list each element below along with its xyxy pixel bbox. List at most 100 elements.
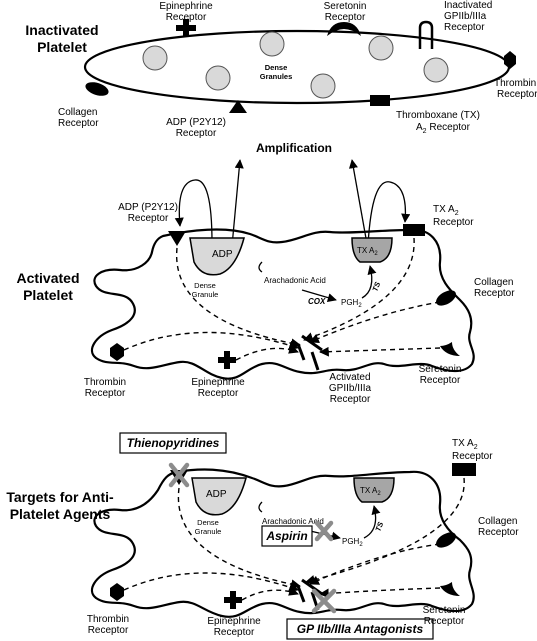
epinephrine-receptor-icon-activated [218,351,236,369]
amplification-arrow-right [348,159,368,245]
txa2-granule-target [353,477,395,503]
label-gp-act-3: Receptor [330,394,371,405]
tx-feedback-arrow [367,181,411,246]
label-adp-receptor-act-2: Receptor [128,213,169,224]
epinephrine-receptor-icon-target [224,591,242,609]
label-epinephrine-target-1: Epinephrine [207,616,261,627]
txa2-granule-target-text: TX A2 [360,486,381,497]
gp-antagonists-box [286,618,434,640]
gp-receptor-icon-activated [296,334,323,371]
txa2-receptor-icon-target [452,463,476,476]
adp-text-target: ADP [206,489,227,500]
label-collagen-act-2: Receptor [474,288,515,299]
collagen-receptor-icon [85,82,109,96]
section-title-targets-1: Targets for Anti- [6,489,114,505]
serotonin-signal-arrow [319,346,441,357]
txa2-granule [351,237,393,263]
label-gp-2: GPIIb/IIIa [444,11,487,22]
label-txa2-act-1: TX A2 [433,204,459,217]
txa2-granule-text: TX A2 [357,246,378,257]
adp-receptor-icon-activated [168,231,186,246]
adp-feedback-arrow [174,179,213,244]
label-thrombin-2: Receptor [497,89,537,100]
label-gp-1: Inactivated [444,0,492,11]
label-serotonin-act-1: Seretonin [419,364,462,375]
dense-granules-label-2: Granules [260,72,293,81]
thienopyridines-box [119,432,227,454]
ts-text: TS [370,281,382,293]
label-epinephrine-1: Epinephrine [159,1,213,12]
dense-granule-target-2: Granule [195,527,222,536]
amplification-label: Amplification [256,141,332,155]
thrombin-receptor-icon-activated [110,343,124,361]
thrombin-receptor-icon [504,51,516,69]
cox-text: COX [308,297,326,306]
dense-granule-target-1: Dense [197,518,219,527]
section-title-activated-2: Platelet [23,287,73,303]
label-collagen-target-1: Collagen [478,516,517,527]
label-serotonin-1: Seretonin [324,1,367,12]
label-collagen-1: Collagen [58,107,97,118]
section-targets: Targets for Anti- Platelet Agents ADP De… [6,432,519,640]
label-gp-3: Receptor [444,22,485,33]
section-inactivated: Inactivated Platelet Dense Granules Epin… [25,0,537,139]
pgh2-text-target: PGH2 [342,537,363,548]
pgh2-text: PGH2 [341,298,362,309]
gp-antagonist-x-mark [311,588,337,614]
label-txa2-1: Thromboxane (TX) [396,110,480,121]
section-title-activated-1: Activated [16,270,79,286]
section-title-inactivated-1: Inactivated [25,22,98,38]
txa2-receptor-icon-activated [403,224,425,236]
serotonin-receptor-icon-activated [440,342,460,356]
dense-granule-label-2: Granule [192,290,219,299]
section-title-targets-2: Platelet Agents [10,506,111,522]
adp-receptor-icon [229,100,247,113]
label-txa2-act-2: Receptor [433,217,474,228]
label-txa2-target-2: Receptor [452,451,493,462]
label-serotonin-act-2: Receptor [420,375,461,386]
label-collagen-act-1: Collagen [474,277,513,288]
label-gp-act-1: Activated [329,372,370,383]
label-thrombin-1: Thrombin [494,78,536,89]
collagen-signal-arrow [309,301,441,344]
serotonin-receptor-icon [327,22,361,36]
tx-signal-arrow [303,237,415,342]
gp-receptor-icon [418,20,434,49]
label-thrombin-target-1: Thrombin [87,614,129,625]
txa2-receptor-icon [370,95,390,106]
label-serotonin-target-2: Receptor [424,616,465,627]
dense-granule-label-1: Dense [194,281,216,290]
aspirin-box [261,525,313,547]
dense-granules-label-1: Dense [265,63,288,72]
epinephrine-receptor-icon [176,19,196,37]
activated-platelet-membrane [90,228,475,380]
adp-text: ADP [212,249,233,260]
cox-arrow [301,289,337,303]
label-thrombin-target-2: Receptor [88,625,129,636]
thienopyridines-x-mark [168,462,190,488]
label-txa2-target-1: TX A2 [452,438,478,451]
collagen-receptor-icon-activated [436,290,456,306]
arachidonic-text-target: Arachadonic Acid [262,517,324,526]
gp-antagonists-label: GP IIb/IIIa Antagonists [297,622,424,636]
arachidonic-curl-target [258,501,263,513]
arachidonic-curl [258,261,263,273]
label-collagen-2: Receptor [58,118,99,129]
aspirin-x-mark [314,520,334,542]
thrombin-signal-arrow-target [123,572,299,592]
label-collagen-target-2: Receptor [478,527,519,538]
amplification-group: Amplification [174,141,411,247]
thrombin-signal-arrow [123,331,299,351]
label-thrombin-act-2: Receptor [85,388,126,399]
label-adp-1: ADP (P2Y12) [166,117,226,128]
section-activated: Activated Platelet ADP Dense Granule TX … [16,202,515,405]
collagen-receptor-icon-target [436,532,456,548]
epinephrine-signal-arrow [235,344,299,361]
ts-arrow-target [363,505,381,539]
target-platelet-membrane [90,468,475,618]
label-txa2-2: A2 Receptor [416,122,471,135]
adp-granule-target [191,477,247,516]
ts-arrow [361,265,377,299]
ts-text-target: TS [373,521,385,533]
